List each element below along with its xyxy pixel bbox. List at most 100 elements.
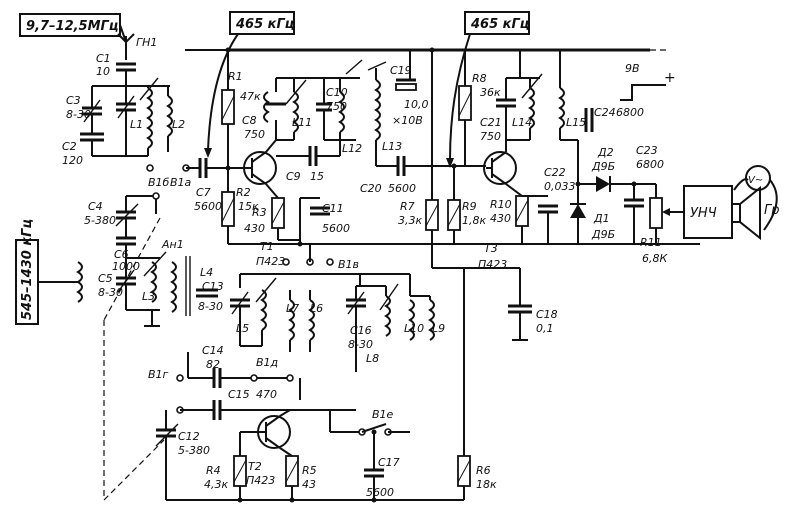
svg-text:В1г: В1г (148, 368, 169, 381)
svg-text:R10: R10 (490, 198, 512, 211)
svg-text:В1д: В1д (256, 356, 278, 369)
svg-text:430: 430 (244, 222, 265, 235)
svg-text:C20: C20 (360, 182, 382, 195)
ferrite-coil (76, 261, 83, 303)
if-box-2 (464, 11, 530, 35)
svg-text:L14: L14 (512, 116, 532, 129)
svg-text:5600: 5600 (388, 182, 416, 195)
transistor-t3 (483, 151, 517, 185)
svg-text:R8: R8 (472, 72, 487, 85)
svg-text:750: 750 (244, 128, 265, 141)
svg-text:C17: C17 (378, 456, 400, 469)
svg-text:C4: C4 (88, 200, 103, 213)
svg-text:R6: R6 (476, 464, 491, 477)
amplifier-block (683, 185, 733, 239)
svg-text:L4: L4 (200, 266, 213, 279)
if-box-1 (229, 11, 295, 35)
svg-text:V~: V~ (748, 175, 763, 186)
svg-text:R4: R4 (206, 464, 221, 477)
svg-text:В1а: В1а (170, 176, 192, 189)
svg-text:0,033: 0,033 (544, 180, 576, 193)
svg-text:C22: C22 (544, 166, 566, 179)
svg-text:5600: 5600 (194, 200, 222, 213)
coil-l12 (338, 91, 345, 133)
svg-text:1,8к: 1,8к (462, 214, 486, 227)
svg-text:C1: C1 (96, 52, 111, 65)
svg-text:3,3к: 3,3к (398, 214, 422, 227)
coil-l10 (408, 299, 415, 341)
band-label-left: 545–1430 кГц (20, 219, 35, 320)
svg-text:C11: C11 (322, 202, 344, 215)
svg-text:82: 82 (206, 358, 220, 371)
svg-text:Д9Б: Д9Б (591, 160, 615, 173)
coil-l8 (384, 295, 391, 337)
svg-text:C5: C5 (98, 272, 113, 285)
diode-d1 (570, 204, 586, 218)
svg-text:L1: L1 (130, 118, 143, 131)
svg-text:C10: C10 (326, 86, 348, 99)
coil-l15 (558, 87, 565, 129)
svg-text:В1е: В1е (372, 408, 394, 421)
svg-text:C3: C3 (66, 94, 81, 107)
svg-text:6,8К: 6,8К (642, 252, 668, 265)
svg-text:L10: L10 (404, 322, 424, 335)
svg-text:6800: 6800 (636, 158, 664, 171)
svg-text:T2: T2 (248, 460, 262, 473)
svg-text:Д9Б: Д9Б (591, 228, 615, 241)
svg-text:C19: C19 (390, 64, 412, 77)
tuning-link (103, 320, 165, 502)
svg-text:5600: 5600 (366, 486, 394, 499)
supply-terminal (620, 84, 666, 101)
svg-text:36к: 36к (480, 86, 501, 99)
svg-text:C18: C18 (536, 308, 558, 321)
svg-text:C24: C24 (594, 106, 616, 119)
svg-text:47к: 47к (240, 90, 261, 103)
svg-text:15: 15 (310, 170, 324, 183)
coil-l14 (528, 87, 535, 129)
svg-text:L8: L8 (366, 352, 379, 365)
svg-text:8-30: 8-30 (348, 338, 373, 351)
svg-text:R9: R9 (462, 200, 477, 213)
svg-text:ГН1: ГН1 (136, 36, 157, 49)
svg-text:R5: R5 (302, 464, 317, 477)
svg-text:C21: C21 (480, 116, 502, 129)
speaker-icon (731, 203, 741, 223)
svg-text:L2: L2 (172, 118, 185, 131)
svg-text:T1: T1 (260, 240, 274, 253)
svg-text:УНЧ: УНЧ (690, 206, 717, 221)
svg-text:C15: C15 (228, 388, 250, 401)
svg-text:C14: C14 (202, 344, 224, 357)
supply-plus: + (664, 70, 676, 86)
svg-text:6800: 6800 (616, 106, 644, 119)
svg-text:В1б: В1б (148, 176, 170, 189)
svg-text:120: 120 (62, 154, 83, 167)
potentiometer-r11 (649, 197, 663, 229)
svg-text:T3: T3 (484, 242, 498, 255)
svg-text:C13: C13 (202, 280, 224, 293)
svg-text:5-380: 5-380 (178, 444, 210, 457)
svg-text:L15: L15 (566, 116, 586, 129)
coil-l11 (292, 91, 299, 133)
svg-text:C2: C2 (62, 140, 77, 153)
svg-text:750: 750 (326, 100, 347, 113)
svg-text:C8: C8 (242, 114, 257, 127)
svg-text:L9: L9 (432, 322, 445, 335)
supply-label: 9В (625, 62, 640, 75)
svg-text:R7: R7 (400, 200, 415, 213)
svg-text:L6: L6 (310, 302, 323, 315)
coil-l1 (146, 87, 153, 149)
transistor-t1 (243, 151, 277, 185)
band-label-top: 9,7–12,5МГц (26, 19, 118, 34)
svg-text:L13: L13 (382, 140, 402, 153)
svg-text:В1в: В1в (338, 258, 359, 271)
svg-text:П423: П423 (256, 255, 285, 268)
antenna-symbol (117, 33, 135, 60)
svg-text:R2: R2 (236, 186, 251, 199)
svg-text:Д1: Д1 (593, 212, 610, 225)
svg-text:5-380: 5-380 (84, 214, 116, 227)
svg-text:R11: R11 (640, 236, 662, 249)
svg-text:C9: C9 (286, 170, 301, 183)
svg-text:×10В: ×10В (392, 114, 423, 127)
